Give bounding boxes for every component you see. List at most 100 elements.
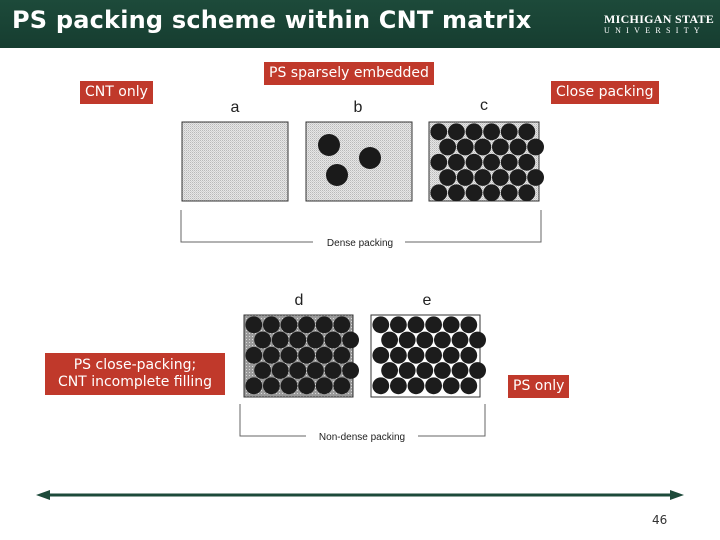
label-ps-sparsely-embedded: PS sparsely embedded [264, 62, 434, 85]
panel-d-letter: d [295, 292, 304, 309]
ps-sphere [439, 138, 456, 156]
ps-sphere [263, 316, 280, 334]
ps-sphere [430, 123, 448, 141]
ps-sphere [280, 346, 298, 364]
slide-title: PS packing scheme within CNT matrix [12, 6, 532, 34]
ps-sphere [263, 377, 280, 395]
panel-c-letter: c [480, 97, 488, 114]
ps-sphere [333, 346, 351, 364]
panel-e-spheres [372, 316, 486, 395]
ps-sphere [483, 123, 500, 141]
ps-sphere [442, 316, 460, 334]
ps-sphere [333, 316, 351, 334]
ps-sphere [298, 316, 315, 334]
ps-sphere [527, 138, 544, 156]
panel-e-letter: e [423, 292, 432, 309]
ps-sphere [416, 362, 434, 379]
ps-sphere [416, 331, 434, 349]
ps-sphere [307, 362, 324, 379]
ps-sphere [460, 377, 478, 395]
ps-sphere [280, 316, 298, 334]
ps-sphere [425, 346, 442, 364]
ps-sphere [434, 331, 451, 349]
divider-arrow-left [36, 490, 50, 500]
ps-sphere [372, 316, 390, 334]
ps-sphere [359, 147, 381, 169]
ps-sphere [430, 184, 448, 202]
ps-sphere [289, 331, 307, 349]
nondense-bracket [239, 404, 486, 437]
ps-sphere [448, 184, 465, 202]
ps-sphere [315, 346, 333, 364]
ps-sphere [492, 169, 509, 186]
ps-sphere [245, 316, 263, 334]
ps-sphere [289, 362, 307, 379]
msu-logo-wordmark: MICHIGAN STATE [604, 12, 715, 26]
ps-sphere [254, 331, 271, 349]
ps-sphere [390, 346, 407, 364]
ps-sphere [398, 362, 416, 379]
ps-sphere [381, 331, 398, 349]
ps-sphere [430, 153, 448, 171]
ps-sphere [474, 169, 492, 186]
ps-sphere [456, 138, 474, 156]
ps-sphere [465, 153, 483, 171]
divider-arrow-right [670, 490, 684, 500]
ps-sphere [372, 346, 390, 364]
ps-sphere [456, 169, 474, 186]
ps-sphere [509, 169, 527, 186]
label-close-packing: Close packing [551, 81, 659, 104]
ps-sphere [442, 346, 460, 364]
label-ps-close-packing-line1: PS close-packing; [73, 357, 197, 373]
ps-sphere [483, 153, 500, 171]
label-ps-close-packing: PS close-packing; CNT incomplete filling [45, 353, 225, 395]
ps-sphere [407, 346, 425, 364]
ps-sphere [298, 346, 315, 364]
ps-sphere [245, 346, 263, 364]
ps-sphere [425, 377, 442, 395]
ps-sphere [527, 169, 544, 186]
ps-sphere [245, 377, 263, 395]
ps-sphere [254, 362, 271, 379]
ps-sphere [469, 331, 486, 349]
ps-sphere [500, 153, 518, 171]
ps-sphere [448, 153, 465, 171]
ps-sphere [460, 316, 478, 334]
ps-sphere [315, 377, 333, 395]
ps-sphere [492, 138, 509, 156]
nondense-packing-label: Non-dense packing [319, 432, 405, 443]
ps-sphere [469, 362, 486, 379]
ps-sphere [407, 316, 425, 334]
ps-sphere [280, 377, 298, 395]
ps-sphere [407, 377, 425, 395]
ps-sphere [518, 123, 536, 141]
panel-d-spheres [245, 316, 359, 395]
msu-logo-subtext: UNIVERSITY [604, 26, 705, 35]
ps-sphere [326, 164, 348, 186]
ps-sphere [439, 169, 456, 186]
page-number: 46 [652, 513, 668, 527]
ps-sphere [307, 331, 324, 349]
ps-sphere [333, 377, 351, 395]
ps-sphere [324, 362, 342, 379]
ps-sphere [318, 134, 340, 156]
panel-a-box [181, 121, 289, 202]
ps-sphere [271, 362, 289, 379]
label-ps-only: PS only [508, 375, 570, 398]
ps-sphere [465, 123, 483, 141]
ps-sphere [342, 331, 359, 349]
ps-sphere [298, 377, 315, 395]
ps-sphere [460, 346, 478, 364]
ps-sphere [474, 138, 492, 156]
ps-sphere [324, 331, 342, 349]
ps-sphere [263, 346, 280, 364]
label-cnt-only: CNT only [80, 81, 153, 104]
ps-sphere [518, 153, 536, 171]
ps-sphere [271, 331, 289, 349]
dense-packing-label: Dense packing [327, 238, 393, 249]
dense-bracket [180, 210, 542, 243]
ps-sphere [398, 331, 416, 349]
ps-sphere [451, 331, 469, 349]
ps-sphere [451, 362, 469, 379]
